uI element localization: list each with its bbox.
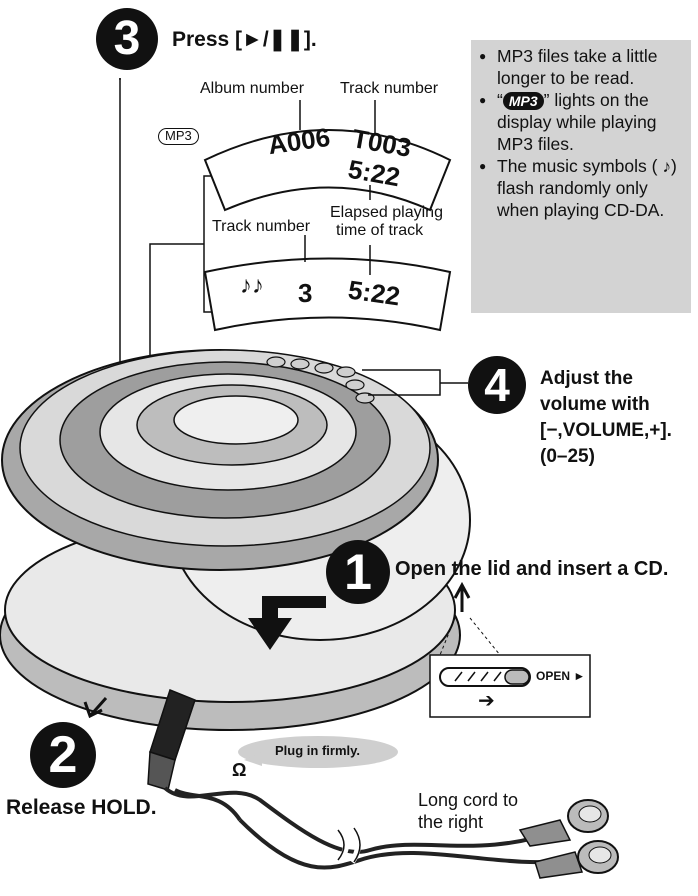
step2-number: 2 (30, 722, 96, 788)
note-item-1: MP3 files take a little longer to be rea… (479, 45, 689, 89)
cord-label-line1: Long cord to (418, 790, 519, 810)
note-item-3: The music symbols ( ♪) flash randomly on… (479, 155, 689, 221)
plug-in-firmly-label: Plug in firmly. (275, 743, 360, 758)
hold-arrow-left (83, 697, 108, 719)
album-number-label: Album number (200, 80, 305, 97)
step4-number: 4 (468, 356, 526, 414)
step4-line1: Adjust the (540, 368, 633, 389)
hold-slide-arrow: ➔ (478, 690, 495, 712)
open-label: OPEN ► (536, 669, 586, 683)
note-3-text: The music symbols ( ♪) flash randomly on… (497, 156, 677, 220)
step1-instruction: Open the lid and insert a CD. (395, 558, 669, 580)
note-item-2: “MP3” lights on the display while playin… (479, 89, 689, 155)
track-number-label-mp3: Track number (340, 80, 439, 97)
music-symbols: ♪♪ (240, 272, 264, 299)
mp3-indicator-chip: MP3 (502, 92, 544, 110)
note-2-text: ” lights on the display while playing MP… (497, 90, 657, 154)
headphone-cord (163, 786, 561, 854)
earbuds (518, 799, 619, 879)
mp3-tag: MP3 (158, 128, 199, 145)
notes-list: MP3 files take a little longer to be rea… (479, 45, 689, 221)
step2-instruction: Release HOLD. (6, 796, 157, 819)
elapsed-label-line2: time of track (336, 222, 424, 239)
cord-label-line2: the right (418, 812, 484, 832)
step1-number: 1 (326, 540, 390, 604)
plug-callout-bubble (238, 736, 398, 768)
cdda-display-panel (203, 257, 452, 332)
step3-number: 3 (96, 8, 158, 70)
step3-instruction: Press [►/❚❚]. (172, 28, 317, 51)
insert-arrow (248, 596, 326, 650)
step4-line2: volume with (540, 394, 650, 415)
note-1-text: MP3 files take a little longer to be rea… (497, 46, 658, 88)
track-number-label-cdda: Track number (212, 218, 311, 235)
step4-line3: [−,VOLUME,+]. (540, 420, 672, 441)
volume-buttons (266, 356, 375, 404)
cdda-track-value: 3 (298, 278, 313, 308)
mp3-display-panel (203, 129, 452, 212)
step4-line4: (0–25) (540, 446, 595, 467)
headphone-icon: Ω (232, 760, 247, 780)
hold-arrow-up (453, 581, 471, 612)
elapsed-label-line1: Elapsed playing (330, 204, 443, 221)
